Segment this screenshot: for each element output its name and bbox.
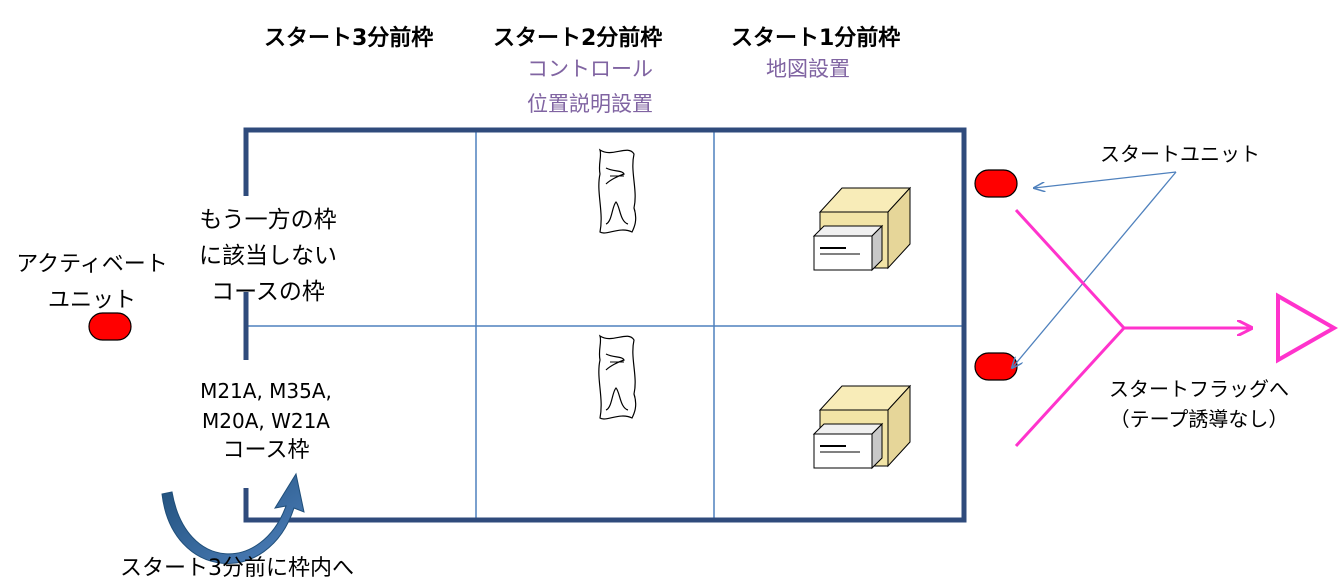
frame [243, 127, 967, 523]
start-flag-label: スタートフラッグへ （テープ誘導なし） [1084, 374, 1314, 434]
control-description-icon [598, 148, 637, 234]
map-box-icon [812, 384, 912, 470]
lane-top-line-3: コースの枠 [211, 279, 325, 305]
header-1min: スタート1分前枠 [731, 26, 901, 51]
start-unit-icon [974, 169, 1018, 198]
frame-top-right-bottom [243, 127, 967, 523]
lane-bottom-line-1: M21A, M35A, [200, 379, 332, 403]
pointer-arrow [1012, 171, 1177, 368]
header-2min: スタート2分前枠 [493, 26, 663, 51]
control-desc-label-2: 位置説明設置 [527, 92, 653, 116]
control-desc-label-1: コントロール [527, 57, 653, 81]
start-flag-icon [1276, 292, 1338, 364]
control-description-icon [598, 334, 637, 420]
start-flag-line-1: スタートフラッグへ [1109, 377, 1289, 401]
lane-bottom-line-3: コース枠 [222, 438, 310, 463]
activate-unit-icon [88, 312, 132, 341]
pointer-arrow [1034, 171, 1177, 188]
start-unit-label: スタートユニット [1100, 142, 1260, 166]
map-box-icon [812, 186, 912, 272]
activate-unit-line-2: ユニット [47, 288, 136, 313]
map-setup-label: 地図設置 [766, 57, 850, 81]
lane-top-label: もう一方の枠 に該当しない コースの枠 [178, 202, 358, 310]
activate-unit-line-1: アクティベート [16, 252, 168, 277]
lane-bottom-line-2: M20A, W21A [201, 409, 330, 433]
start-unit-icon [974, 352, 1018, 381]
lane-top-line-2: に該当しない [199, 243, 337, 269]
activate-unit-label: アクティベート ユニット [12, 246, 172, 314]
flag-path [1014, 208, 1252, 448]
enter-frame-note: スタート3分前に枠内へ [120, 556, 354, 581]
lane-top-line-1: もう一方の枠 [199, 207, 337, 233]
lane-bottom-label: M21A, M35A, M20A, W21A コース枠 [168, 376, 364, 466]
start-flag-line-2: （テープ誘導なし） [1109, 407, 1289, 431]
curved-arrow-icon [161, 472, 305, 565]
header-3min: スタート3分前枠 [264, 26, 434, 51]
grid-lines [246, 130, 964, 520]
